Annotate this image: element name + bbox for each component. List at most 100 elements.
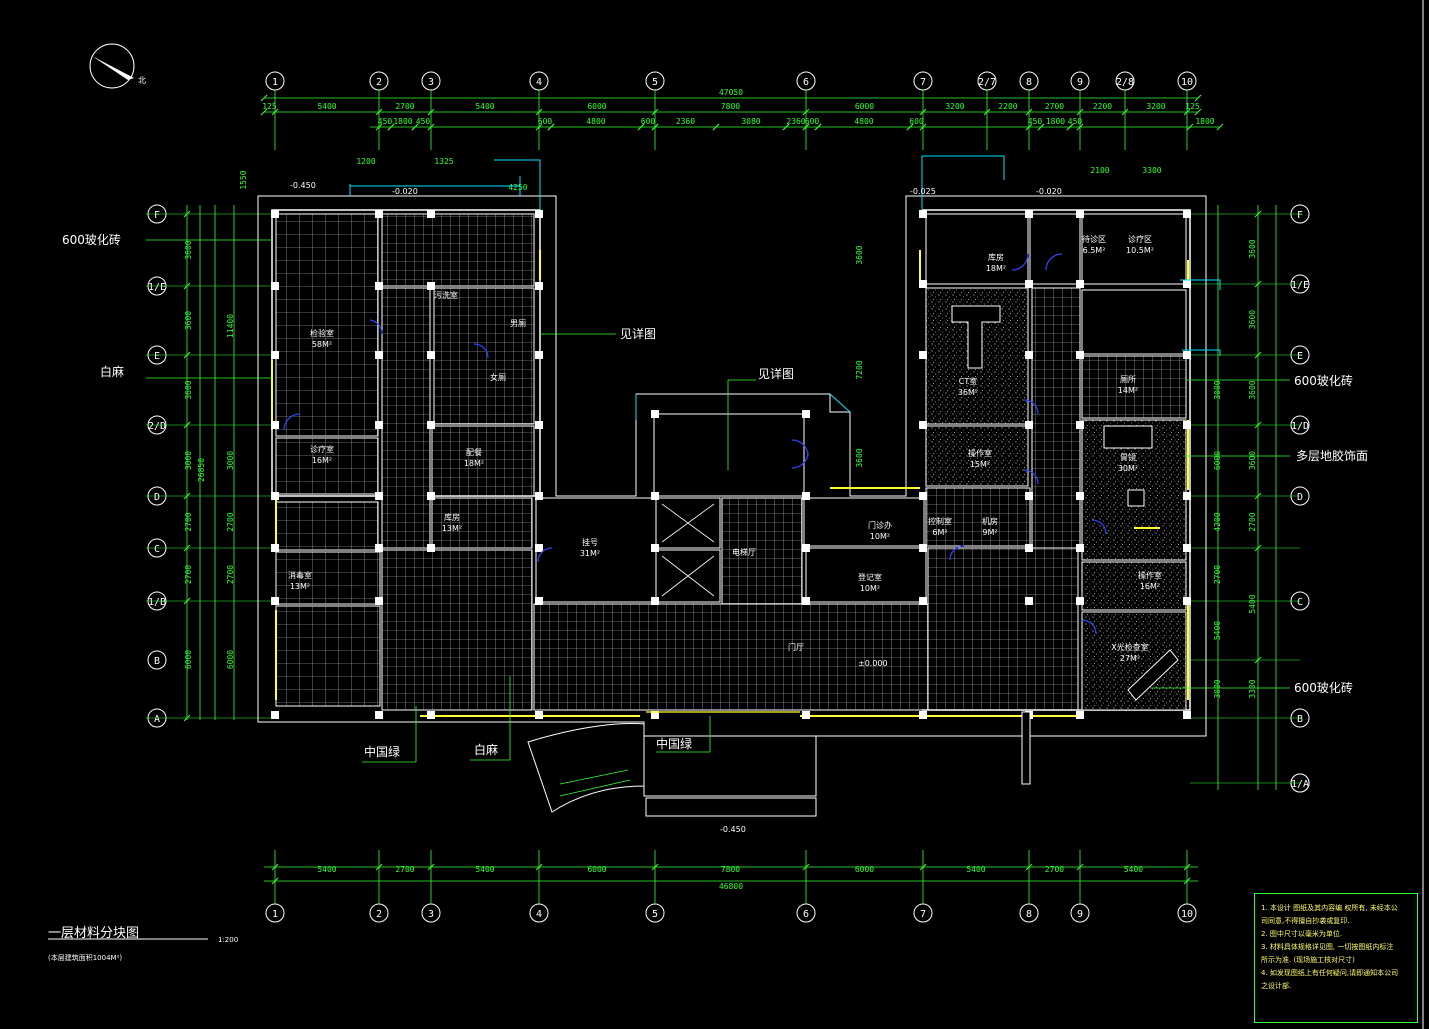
room-name: 电梯厅 [732, 547, 756, 557]
control-floor [925, 487, 1031, 547]
room-name: 操作室 [968, 448, 992, 458]
toilet-right-floor [1081, 355, 1187, 419]
room-name: 消毒室 [288, 570, 312, 580]
column [271, 492, 279, 500]
store-right [925, 213, 1029, 285]
dimension-text: 3000 [1213, 679, 1222, 698]
north-arrow-icon [89, 43, 135, 89]
dimension-text: 3300 [1142, 166, 1161, 175]
dimension-text: 3600 [184, 311, 193, 330]
column [919, 711, 927, 719]
room-name: CT室 [959, 376, 977, 386]
dimension-text: 5400 [1213, 621, 1222, 640]
stair-floor [381, 213, 535, 287]
axis-bubble-bottom: 7 [913, 903, 933, 923]
column [535, 544, 543, 552]
room-name: 门诊办 [868, 520, 892, 530]
dimension-text: 5400 [1124, 865, 1143, 874]
dimension-text: 1800 [393, 117, 412, 126]
axis-label: 6 [803, 77, 809, 88]
axis-bubble-bottom: 8 [1019, 903, 1039, 923]
room-name: 配餐 [466, 448, 482, 457]
dimension-text: 3000 [1213, 380, 1222, 399]
dimension-text: 4250 [508, 183, 527, 192]
axis-label: 8 [1026, 909, 1032, 920]
label-see-detail-1: 见详图 [620, 326, 656, 341]
corridor-right-floor [1031, 287, 1081, 549]
column [271, 210, 279, 218]
axis-label: 5 [652, 909, 658, 920]
column [535, 711, 543, 719]
elevation-mark: -0.020 [392, 187, 418, 196]
column [427, 282, 435, 290]
axis-bubble-bottom: 4 [529, 903, 549, 923]
dimension-text: 7800 [721, 865, 740, 874]
dimension-text: 125 [262, 102, 277, 111]
lobby-right [1029, 213, 1081, 285]
room-area: 36M² [958, 388, 978, 397]
axis-label: 1/E [1291, 280, 1309, 291]
axis-label: 3 [428, 909, 434, 920]
dimension-text: 3200 [1146, 102, 1165, 111]
dimension-text: 450 [416, 117, 431, 126]
dimension-text: 3600 [1248, 451, 1257, 470]
axis-bubble-top: 6 [796, 71, 816, 91]
room-area: 16M² [1140, 582, 1160, 591]
elevation-mark: ±0.000 [858, 659, 888, 668]
dimension-text: 600 [641, 117, 656, 126]
column [1025, 210, 1033, 218]
column [651, 410, 659, 418]
dimension-text: 2700 [395, 102, 414, 111]
column [1183, 210, 1191, 218]
column [651, 492, 659, 500]
material-callouts: 600玻化砖 白麻 见详图 见详图 600玻化砖 多层地胶饰面 600玻化砖 中… [62, 232, 1368, 763]
dimension-text: 7200 [855, 360, 864, 379]
clinic-office [803, 497, 925, 547]
dimension-text: 5400 [475, 865, 494, 874]
axis-label: 7 [920, 909, 926, 920]
dimension-text: 2700 [1213, 565, 1222, 584]
dimension-text: 3600 [184, 240, 193, 259]
room-name: 操作室 [1138, 570, 1162, 580]
dimension-text: 1325 [434, 157, 453, 166]
axis-label: F [154, 210, 160, 221]
dimension-text: 3600 [1248, 380, 1257, 399]
room-area: 6.5M² [1083, 246, 1106, 255]
room-label: 污洗室 [434, 290, 458, 300]
dimension-text: 5400 [317, 102, 336, 111]
dimension-text: 450 [378, 117, 393, 126]
room-label: CT室 36M² [958, 376, 978, 397]
dimension-text: 2100 [1090, 166, 1109, 175]
axis-label: 1/B [148, 597, 166, 608]
dimension-text: 2700 [395, 865, 414, 874]
dimension-text: 3000 [226, 451, 235, 470]
dimension-text: 2700 [184, 512, 193, 531]
title-underline [48, 938, 208, 940]
dimension-text: 5400 [1248, 594, 1257, 613]
dimension-text: 3000 [184, 451, 193, 470]
note-line: 4. 如发现图纸上有任何疑问,请即通知本公司 [1261, 969, 1399, 977]
room-name: 登记室 [858, 572, 882, 582]
store-floor [431, 497, 533, 549]
room-area: 31M² [580, 549, 600, 558]
room-name: 胃镜 [1120, 452, 1136, 462]
dimension-text: 5400 [317, 865, 336, 874]
column [375, 351, 383, 359]
building-plan [257, 155, 1221, 817]
axis-bubble-top: 4 [529, 71, 549, 91]
axis-bubble-top: 2 [369, 71, 389, 91]
room-name: 诊疗室 [310, 444, 334, 454]
dimension-text: 6000 [587, 102, 606, 111]
axis-label: 2/D [148, 421, 166, 432]
axis-bubble-top: 5 [645, 71, 665, 91]
column [919, 492, 927, 500]
dimension-text: 600 [538, 117, 553, 126]
axis-bubble-top: 2/8 [1115, 71, 1135, 91]
dimension-text: 4800 [854, 117, 873, 126]
